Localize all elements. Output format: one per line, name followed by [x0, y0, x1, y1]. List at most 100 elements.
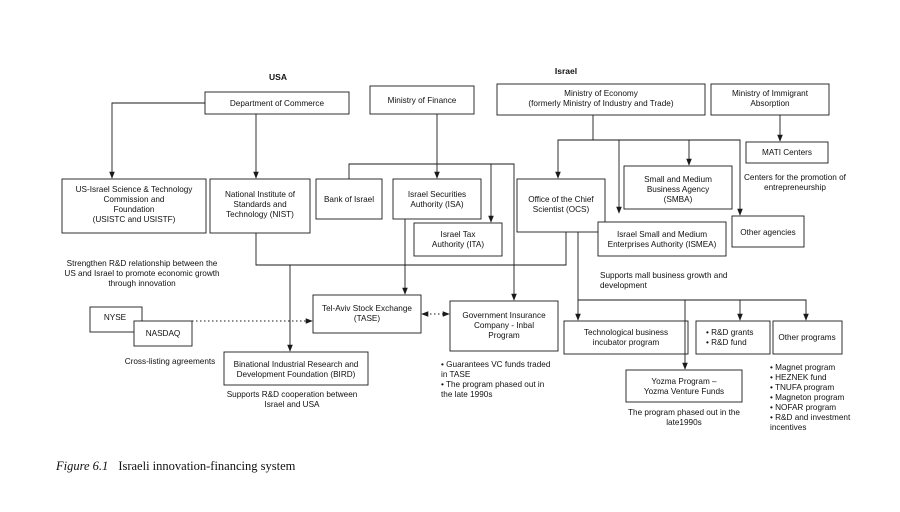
- nasdaq-box: [133, 320, 193, 347]
- connector-economy-agencies: [555, 115, 594, 179]
- rd-grants-line: • R&D grants: [706, 328, 753, 337]
- incubator-program-line: Technological business: [584, 328, 668, 337]
- programs-list-line: incentives: [770, 423, 806, 432]
- tase-box: [312, 294, 422, 334]
- nist-line: National Institute of: [225, 190, 296, 199]
- programs-list-line: • NOFAR program: [770, 403, 836, 412]
- nasdaq-line: NASDAQ: [146, 329, 181, 338]
- government-insurance-line: Program: [488, 331, 520, 340]
- isma-line: Israel Small and Medium: [617, 230, 707, 239]
- mati-line: Centers for the promotion of: [744, 173, 847, 182]
- usistc-line: US and Israel to promote economic growth: [64, 269, 220, 278]
- ministry-of-finance-line: Ministry of Finance: [388, 96, 457, 105]
- usistc-line: Strengthen R&D relationship between the: [67, 259, 218, 268]
- isma-line: development: [600, 281, 648, 290]
- usistc-line: through innovation: [108, 279, 176, 288]
- other-agencies-line: Other agencies: [740, 228, 796, 237]
- programs-list-line: • TNUFA program: [770, 383, 834, 392]
- nyse-label: NYSE: [104, 313, 127, 322]
- rd-grants-line: • R&D fund: [706, 338, 747, 347]
- ocs-box: [516, 178, 606, 233]
- smba-line: (SMBA): [664, 195, 693, 204]
- isa-box: [392, 178, 482, 220]
- usa-header: USA: [269, 72, 287, 82]
- nist-line: Standards and: [233, 200, 287, 209]
- isma-line: Enterprises Authority (ISMEA): [608, 240, 717, 249]
- connector-program-bus: [578, 299, 809, 321]
- ministry-of-immigrant-absorption-line: Absorption: [750, 99, 790, 108]
- bank-of-israel-label: Bank of Israel: [324, 195, 374, 204]
- rd-grants-label: • R&D grants• R&D fund: [706, 328, 753, 347]
- programs-list-note: • Magnet program• HEZNEK fund• TNUFA pro…: [770, 363, 851, 432]
- ita-line: Authority (ITA): [432, 240, 484, 249]
- gic-line: • The program phased out in: [441, 380, 545, 389]
- bird-line: Binational Industrial Research and: [234, 360, 359, 369]
- gic-line: in TASE: [441, 370, 471, 379]
- ministry-of-finance-box: [369, 85, 475, 115]
- smba-box: [623, 165, 733, 210]
- programs-list-line: • Magnet program: [770, 363, 835, 372]
- ministry-of-economy-line: (formerly Ministry of Industry and Trade…: [528, 99, 673, 108]
- other-programs-box: [772, 320, 843, 355]
- usistc-line: (USISTC and USISTF): [93, 215, 176, 224]
- programs-list-line: • R&D and investment: [770, 413, 851, 422]
- nasdaq-label: NASDAQ: [146, 329, 181, 338]
- government-insurance-line: Company - Inbal: [474, 321, 534, 330]
- mati-centers-line: MATI Centers: [762, 148, 812, 157]
- figure-caption-text: Israeli innovation-financing system: [118, 459, 295, 473]
- department-of-commerce-label: Department of Commerce: [230, 99, 325, 108]
- other-agencies-box: [731, 215, 805, 248]
- usistc-line: Commission and: [104, 195, 165, 204]
- rd-grants-box: [695, 320, 771, 355]
- bird-box: [223, 351, 369, 386]
- crosslisting-note: Cross-listing agreements: [125, 357, 216, 366]
- bird-line: Development Foundation (BIRD): [237, 370, 356, 379]
- ministry-of-immigrant-absorption-box: [710, 83, 830, 116]
- bank-of-israel-box: [315, 178, 383, 220]
- ministry-of-economy-box: [496, 83, 706, 116]
- incubator-program-box: [563, 320, 689, 355]
- yozma-box: [625, 369, 743, 403]
- israel-header: Israel: [555, 66, 577, 76]
- isa-line: Authority (ISA): [410, 200, 464, 209]
- usistc-label: US-Israel Science & TechnologyCommission…: [76, 185, 194, 224]
- gic-line: the late 1990s: [441, 390, 492, 399]
- department-of-commerce-line: Department of Commerce: [230, 99, 325, 108]
- yozma-line: late1990s: [666, 418, 702, 427]
- mati-line: entrepreneurship: [764, 183, 826, 192]
- ministry-of-economy-label: Ministry of Economy(formerly Ministry of…: [528, 89, 673, 108]
- tase-line: (TASE): [354, 314, 381, 323]
- isa-line: Israel Securities: [408, 190, 466, 199]
- figure-caption: Figure 6.1 Israeli innovation-financing s…: [55, 459, 296, 473]
- figure-caption-label: Figure 6.1: [55, 459, 108, 473]
- bird-label: Binational Industrial Research andDevelo…: [234, 360, 359, 379]
- crosslisting-line: Cross-listing agreements: [125, 357, 216, 366]
- gic-line: • Guarantees VC funds traded: [441, 360, 551, 369]
- connector-commerce-usistc: [109, 102, 205, 179]
- ismea-box: [597, 221, 727, 257]
- smba-line: Business Agency: [647, 185, 710, 194]
- gic-note: • Guarantees VC funds traded in TASE• Th…: [441, 360, 551, 399]
- nyse-line: NYSE: [104, 313, 127, 322]
- bird-line: Israel and USA: [264, 400, 320, 409]
- mati-centers-label: MATI Centers: [762, 148, 812, 157]
- usistc-line: US-Israel Science & Technology: [76, 185, 194, 194]
- nist-line: Technology (NIST): [226, 210, 294, 219]
- ita-line: Israel Tax: [441, 230, 476, 239]
- connector-finance-gic: [491, 163, 517, 301]
- connector-nist-bird: [255, 232, 567, 266]
- yozma-line: Yozma Venture Funds: [644, 387, 724, 396]
- isma-line: Supports mall business growth and: [600, 271, 728, 280]
- ministry-of-immigrant-absorption-line: Ministry of Immigrant: [732, 89, 809, 98]
- mati-centers-box: [745, 141, 829, 164]
- other-programs-label: Other programs: [778, 333, 835, 342]
- yozma-line: The program phased out in the: [628, 408, 740, 417]
- programs-list-line: • HEZNEK fund: [770, 373, 827, 382]
- government-insurance-line: Government Insurance: [462, 311, 546, 320]
